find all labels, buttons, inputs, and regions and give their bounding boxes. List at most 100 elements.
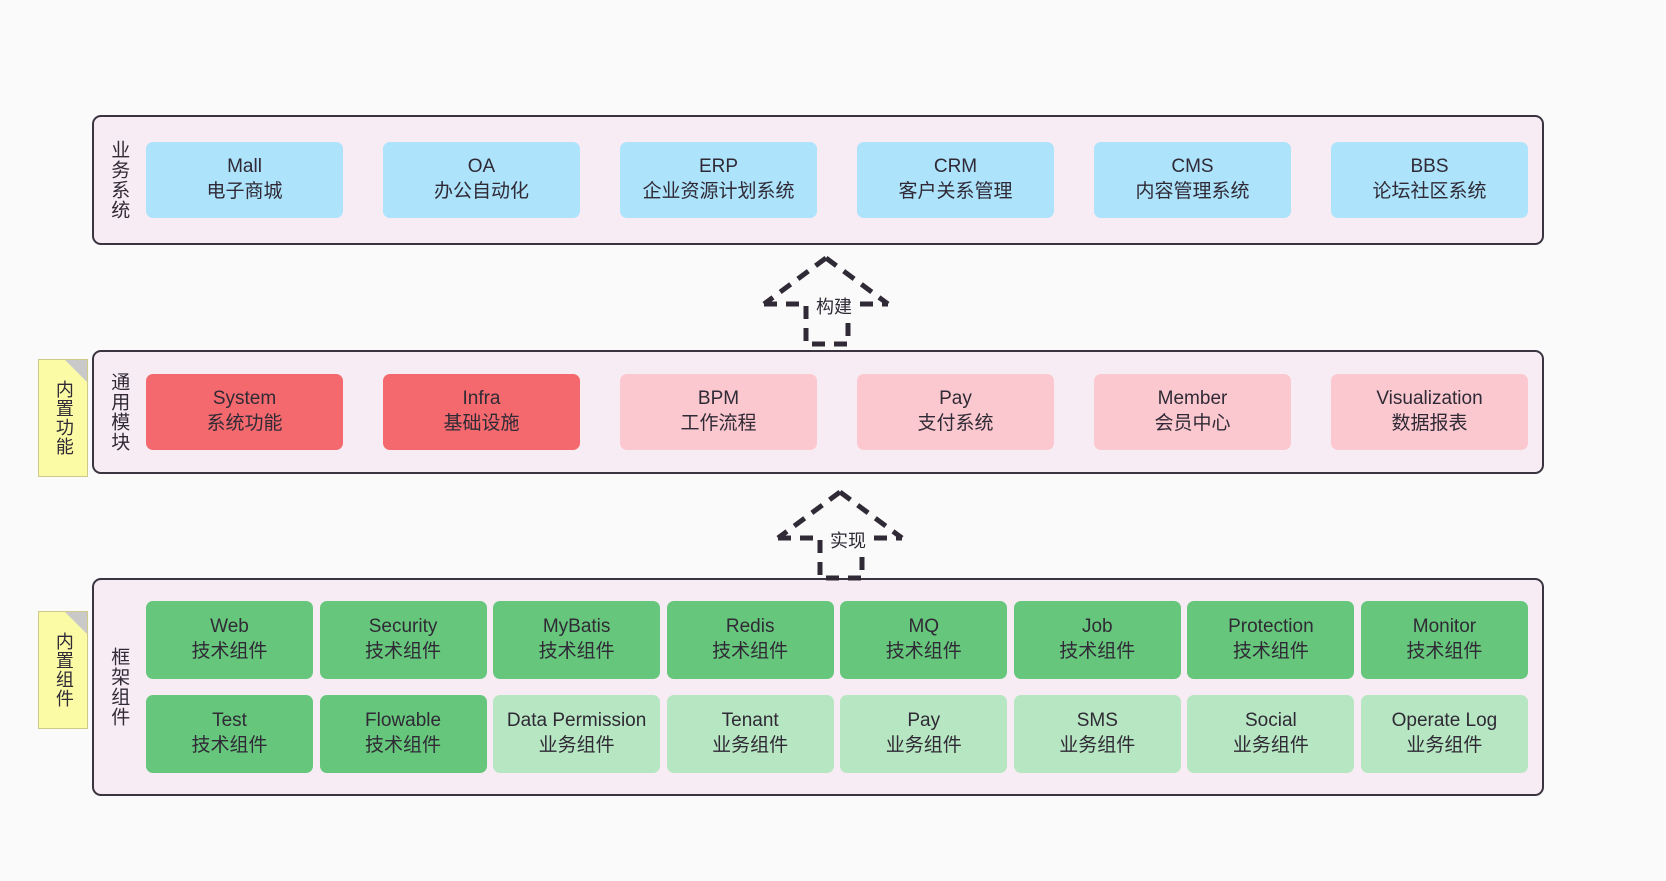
module-box-subtitle: 技术组件 (1059, 641, 1136, 662)
module-box-subtitle: 办公自动化 (433, 181, 529, 202)
note-builtin-features-label: 内置功能 (53, 380, 74, 456)
module-box-name: SMS (1076, 710, 1118, 732)
module-box-subtitle: 技术组件 (538, 641, 615, 662)
module-box-name: Protection (1228, 616, 1314, 638)
module-box-subtitle: 业务组件 (712, 735, 789, 756)
module-box-name: ERP (698, 156, 739, 178)
layer-title-framework-components: 框架组件 (108, 647, 130, 727)
module-box-erp[interactable]: ERP 企业资源计划系统 (620, 142, 817, 218)
module-box-subtitle: 技术组件 (1406, 641, 1483, 662)
module-box-name: Data Permission (506, 710, 647, 732)
module-box-name: System (212, 388, 277, 410)
module-box-subtitle: 业务组件 (1406, 735, 1483, 756)
module-box-subtitle: 技术组件 (191, 735, 268, 756)
connector-implement (770, 486, 910, 581)
module-box-name: CRM (933, 156, 978, 178)
module-box-subtitle: 技术组件 (365, 735, 442, 756)
module-box-sms[interactable]: SMS 业务组件 (1013, 695, 1181, 773)
module-box-visualization[interactable]: Visualization 数据报表 (1331, 374, 1528, 450)
module-box-mq[interactable]: MQ 技术组件 (840, 601, 1008, 679)
module-box-infra[interactable]: Infra 基础设施 (383, 374, 580, 450)
module-box-subtitle: 业务组件 (1232, 735, 1309, 756)
module-box-name: Visualization (1376, 388, 1483, 410)
module-box-subtitle: 数据报表 (1391, 413, 1468, 434)
module-box-system[interactable]: System 系统功能 (146, 374, 343, 450)
note-builtin-components-label: 内置组件 (53, 632, 74, 708)
module-box-subtitle: 业务组件 (538, 735, 615, 756)
module-box-monitor[interactable]: Monitor 技术组件 (1360, 601, 1528, 679)
module-box-name: BPM (697, 388, 740, 410)
module-box-name: Infra (462, 388, 501, 410)
module-box-name: Flowable (365, 710, 442, 732)
module-box-subtitle: 论坛社区系统 (1372, 181, 1487, 202)
module-box-subtitle: 技术组件 (365, 641, 442, 662)
module-box-crm[interactable]: CRM 客户关系管理 (857, 142, 1054, 218)
module-box-test[interactable]: Test 技术组件 (146, 695, 313, 773)
module-box-subtitle: 会员中心 (1154, 413, 1231, 434)
module-box-name: OA (467, 156, 496, 178)
module-box-subtitle: 业务组件 (1059, 735, 1136, 756)
module-box-name: BBS (1410, 156, 1449, 178)
module-box-subtitle: 技术组件 (885, 641, 962, 662)
module-box-security[interactable]: Security 技术组件 (319, 601, 487, 679)
module-box-name: MyBatis (542, 616, 611, 638)
module-box-redis[interactable]: Redis 技术组件 (666, 601, 834, 679)
connector-implement-label: 实现 (827, 527, 869, 553)
implement-arrow-icon (776, 489, 904, 581)
module-box-flowable[interactable]: Flowable 技术组件 (319, 695, 487, 773)
module-box-social[interactable]: Social 业务组件 (1187, 695, 1355, 773)
note-fold-corner-icon (65, 612, 87, 634)
note-builtin-components: 内置组件 (38, 611, 88, 729)
module-box-subtitle: 基础设施 (443, 413, 520, 434)
module-box-name: MQ (908, 616, 940, 638)
module-box-oa[interactable]: OA 办公自动化 (383, 142, 580, 218)
connector-build (756, 252, 896, 347)
module-box-name: Monitor (1412, 616, 1477, 638)
module-box-subtitle: 技术组件 (191, 641, 268, 662)
layer-row: Mall 电子商城 OA 办公自动化 ERP 企业资源计划系统 CRM 客户关系管理 CMS 内容… (146, 142, 1528, 218)
module-box-data-permission[interactable]: Data Permission 业务组件 (493, 695, 661, 773)
module-box-name: Operate Log (1391, 710, 1498, 732)
module-box-bbs[interactable]: BBS 论坛社区系统 (1331, 142, 1528, 218)
module-box-name: Social (1245, 710, 1297, 732)
layer-title-common-modules: 通用模块 (108, 372, 130, 452)
module-box-subtitle: 技术组件 (1232, 641, 1309, 662)
module-box-name: Mall (227, 156, 262, 178)
module-box-subtitle: 系统功能 (206, 413, 283, 434)
module-box-subtitle: 客户关系管理 (898, 181, 1013, 202)
module-box-subtitle: 技术组件 (712, 641, 789, 662)
module-box-subtitle: 业务组件 (885, 735, 962, 756)
module-box-subtitle: 企业资源计划系统 (642, 181, 795, 202)
note-fold-corner-icon (65, 360, 87, 382)
module-box-mybatis[interactable]: MyBatis 技术组件 (493, 601, 661, 679)
module-box-protection[interactable]: Protection 技术组件 (1187, 601, 1355, 679)
module-box-mall[interactable]: Mall 电子商城 (146, 142, 343, 218)
module-box-subtitle: 内容管理系统 (1135, 181, 1250, 202)
module-box-name: Pay (939, 388, 972, 410)
note-builtin-features: 内置功能 (38, 359, 88, 477)
module-box-name: Web (210, 616, 249, 638)
build-arrow-icon (762, 255, 890, 347)
module-box-operate-log[interactable]: Operate Log 业务组件 (1360, 695, 1528, 773)
module-box-web[interactable]: Web 技术组件 (146, 601, 313, 679)
module-box-cms[interactable]: CMS 内容管理系统 (1094, 142, 1291, 218)
module-box-name: Test (212, 710, 247, 732)
module-box-name: CMS (1171, 156, 1214, 178)
module-box-name: Security (368, 616, 438, 638)
module-box-name: Redis (725, 616, 775, 638)
connector-build-label: 构建 (813, 293, 855, 319)
module-box-subtitle: 电子商城 (206, 181, 283, 202)
